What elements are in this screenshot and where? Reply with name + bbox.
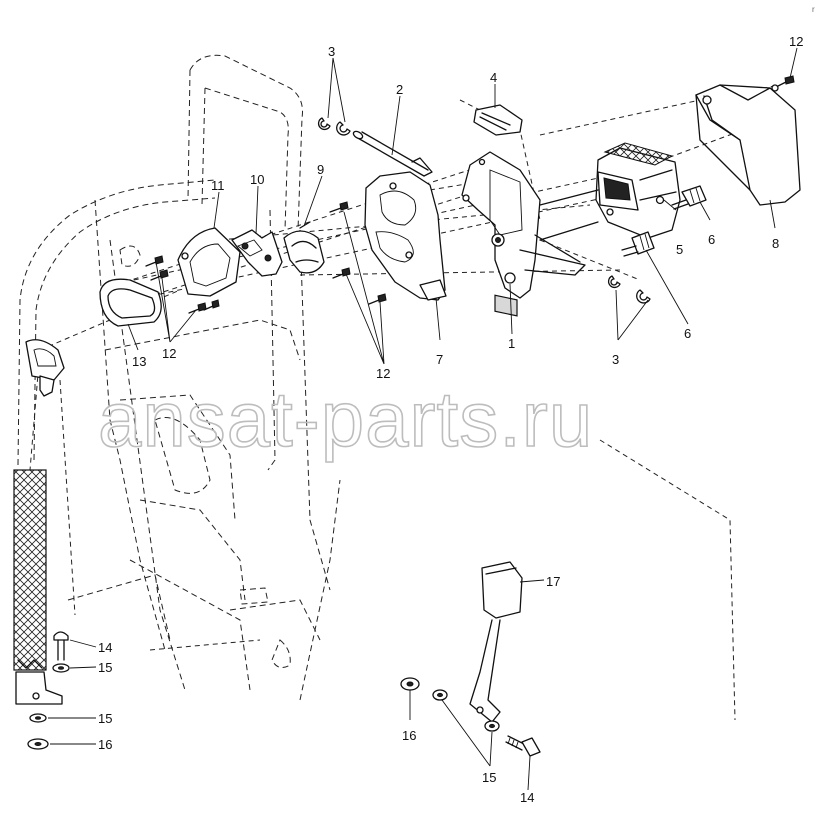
callout-12-mid: 12 xyxy=(376,366,390,381)
callout-12-left: 12 xyxy=(162,346,176,361)
callout-11: 11 xyxy=(211,178,225,193)
callout-15-left-lower: 15 xyxy=(98,711,112,726)
callout-17: 17 xyxy=(546,574,560,589)
washers-part-3-lower xyxy=(608,275,651,304)
callout-14-bottom: 14 xyxy=(520,790,534,805)
washers-part-3-upper xyxy=(318,117,351,136)
washer-part-16-left xyxy=(27,738,49,750)
callout-9: 9 xyxy=(317,162,324,177)
callout-3-lower: 3 xyxy=(612,352,619,367)
trim-ring-part-13 xyxy=(99,278,162,327)
bolt-part-14-left xyxy=(53,631,69,661)
bracket-part-1 xyxy=(461,151,586,317)
washer-part-15-bottom-right xyxy=(484,720,500,732)
leader-lines xyxy=(48,47,798,791)
callout-7: 7 xyxy=(436,352,443,367)
callout-16-bottom: 16 xyxy=(402,728,416,743)
bezel-part-11 xyxy=(177,227,241,297)
buckle-part-17 xyxy=(469,561,523,723)
watermark-text: ansat-parts.ru xyxy=(98,375,593,463)
cover-plate-part-7 xyxy=(364,171,447,301)
callout-8: 8 xyxy=(772,236,779,251)
callout-6-lower: 6 xyxy=(684,326,691,341)
bolt-part-6-lower xyxy=(621,231,655,257)
bolt-part-6-upper xyxy=(671,185,707,210)
washer-part-15-bottom-left xyxy=(432,689,448,701)
washer-part-15-left-upper xyxy=(52,663,70,673)
callout-13: 13 xyxy=(132,354,146,369)
slide-part-10 xyxy=(231,229,283,277)
housing-part-5 xyxy=(539,142,681,241)
callout-15-bottom: 15 xyxy=(482,770,496,785)
corner-mark: r xyxy=(812,5,815,14)
screws-part-12-left xyxy=(145,201,387,314)
cover-part-8 xyxy=(695,84,801,206)
screw-part-12-top xyxy=(777,75,795,87)
callout-4: 4 xyxy=(490,70,497,85)
washer-part-15-left-lower xyxy=(29,713,47,723)
seat-belt-webbing xyxy=(13,339,65,705)
callout-6-upper: 6 xyxy=(708,232,715,247)
callout-10: 10 xyxy=(250,172,264,187)
slider-part-4 xyxy=(473,104,523,136)
callout-15-left-upper: 15 xyxy=(98,660,112,675)
bolt-part-14-bottom xyxy=(505,735,541,757)
callout-2: 2 xyxy=(396,82,403,97)
callout-1: 1 xyxy=(508,336,515,351)
pin-part-2 xyxy=(352,130,433,177)
clip-part-9 xyxy=(283,221,325,274)
cab-frame-outline xyxy=(17,54,341,701)
callout-14-left: 14 xyxy=(98,640,112,655)
callout-5: 5 xyxy=(676,242,683,257)
callout-16-left: 16 xyxy=(98,737,112,752)
washer-part-16-bottom xyxy=(400,677,420,691)
callout-3-top: 3 xyxy=(328,44,335,59)
callout-labels: 3 2 4 12 9 10 11 6 5 8 6 1 7 3 12 12 13 … xyxy=(98,34,803,805)
callout-12-top-right: 12 xyxy=(789,34,803,49)
